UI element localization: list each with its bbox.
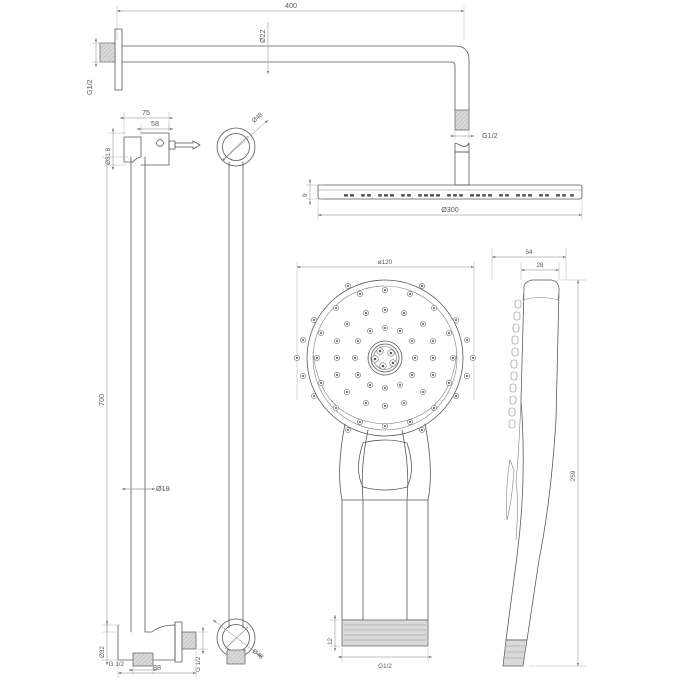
dim-label-d32: Ø32 (99, 646, 106, 658)
handshower-side-grip-shade (506, 458, 515, 521)
view-slide-rail-section: Ø48 Ø48 (212, 111, 269, 665)
dim-label-d318: Ø31.8 (105, 147, 112, 165)
dim-label-d48-bottom: Ø48 (251, 648, 265, 661)
dim-handshower-face-diameter: ø120 (296, 259, 475, 400)
dim-label-58: 58 (151, 119, 159, 128)
dim-label-700: 700 (97, 394, 106, 406)
handshower-connector-thread (341, 619, 429, 647)
dim-ring-top-diameter: Ø48 (221, 111, 269, 162)
rain-head-body (317, 184, 583, 200)
dim-label-d300: Ø300 (441, 205, 459, 214)
dim-label-12: 12 (327, 637, 334, 645)
rail-section-top-ring-diag (224, 135, 249, 159)
rail-top-bracket-pin (174, 140, 201, 150)
rail-bottom-outlet-hatch (182, 632, 196, 649)
rail-bottom-inlet-hatch (133, 653, 153, 666)
handshower-handle-right (401, 423, 431, 621)
dim-rail-length-700: 700 (97, 156, 128, 633)
handshower-side-grip-line (515, 399, 522, 541)
handshower-side-nozzles (508, 299, 522, 429)
handshower-mode-button[interactable] (358, 439, 412, 491)
handshower-side-thread (502, 639, 528, 667)
dim-rain-head-diameter: Ø300 (317, 201, 583, 220)
dim-label-400: 400 (285, 1, 297, 10)
rail-top-bracket-screw (156, 139, 164, 147)
handshower-head-rim (312, 285, 458, 431)
dim-rail-bottom-diameter: Ø32 (99, 619, 120, 666)
dim-label-g12-hand: G1/2 (378, 663, 392, 670)
dim-label-259: 259 (570, 470, 577, 481)
dim-label-g12-rail-out: G 1/2 (195, 656, 202, 672)
arm-wall-thread-hatch (100, 43, 115, 62)
arm-outlet-thread-hatch (455, 110, 469, 130)
dim-arm-length: 400 (116, 1, 465, 40)
dim-label-88: 88 (153, 663, 161, 672)
arm-wall-flange (114, 28, 123, 91)
rail-top-bracket-stud (168, 140, 176, 150)
dim-label-d22: Ø22 (258, 29, 267, 43)
dim-handshower-overall-length: 259 (529, 279, 586, 667)
view-rain-shower-head: 9 Ø300 (302, 178, 583, 220)
handshower-side-profile (505, 279, 560, 641)
dim-handshower-side-width: 54 (491, 248, 567, 280)
rain-head-balljoint (454, 142, 470, 153)
dim-arm-wall-thread: G1/2 (85, 37, 112, 95)
rail-top-bracket-body (123, 136, 142, 163)
view-handshower-front: ø120 (294, 259, 476, 670)
handshower-side-head-cap (522, 279, 560, 301)
dim-rail-outlet-thread: G 1/2 (195, 626, 208, 672)
dim-label-75: 75 (142, 108, 150, 117)
dim-label-9: 9 (302, 193, 309, 197)
dim-handshower-head-thickness: 28 (520, 262, 560, 280)
dim-rail-bottom-width-88: 88 (117, 651, 197, 678)
handshower-side-thread-lines (504, 645, 526, 659)
dim-label-g12-arm: G1/2 (482, 131, 498, 140)
dim-rail-tube-diameter: Ø19 (121, 484, 170, 493)
dim-label-28: 28 (536, 262, 544, 269)
dim-handshower-thread: G1/2 (337, 648, 433, 670)
dim-label-g12-rail-in: G 1/2 (109, 661, 125, 668)
dim-handshower-connector-length: 12 (327, 614, 340, 652)
handshower-head-outline (306, 279, 464, 437)
rain-head-nozzles (344, 194, 574, 197)
handshower-thread-lines (344, 624, 426, 641)
dim-rail-bracket-diameter: Ø31.8 (105, 127, 126, 171)
dim-label-54: 54 (525, 249, 533, 256)
dim-label-d19: Ø19 (156, 484, 170, 493)
handshower-nozzle-array (294, 283, 476, 433)
dim-arm-tube-diameter: Ø22 (258, 22, 270, 75)
handshower-center-spray (367, 340, 403, 376)
view-handshower-side: 54 28 (491, 248, 586, 667)
dim-label-g12-wall: G1/2 (85, 79, 94, 95)
arm-tube-outer (121, 45, 470, 111)
dim-label-d120: ø120 (378, 259, 393, 266)
dim-rail-bracket-75: 75 (119, 108, 174, 135)
handshower-handle-left (339, 423, 369, 621)
view-shower-arm: 400 G1/2 Ø22 (85, 1, 498, 186)
view-slide-rail: 75 58 Ø31.8 700 Ø19 (97, 108, 208, 678)
dim-label-d48-top: Ø48 (251, 111, 265, 124)
dim-rain-head-thickness: 9 (302, 178, 322, 206)
rail-bottom-flange (174, 621, 183, 663)
dim-arm-outlet-thread: G1/2 (449, 130, 498, 140)
arm-tube-inner (121, 61, 456, 111)
rain-head-neck (454, 151, 470, 186)
rail-section-bottom-thread-hatch (227, 650, 245, 664)
dim-rail-bracket-58: 58 (136, 119, 174, 135)
